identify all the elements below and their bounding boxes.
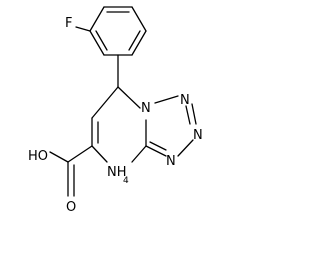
bond-ph-c xyxy=(131,30,147,56)
bond-ph-b xyxy=(131,6,147,32)
tetrazole-n2-label: N xyxy=(180,93,190,108)
bond-n1-n2-inner xyxy=(185,105,191,125)
bond-n2-n3 xyxy=(177,139,194,157)
pyrimidine-ring xyxy=(91,86,147,163)
bond-ph-f xyxy=(89,6,105,32)
bond-c5-n4 xyxy=(91,145,108,163)
bond-n1-n2 xyxy=(191,103,197,125)
bond-c7-c6 xyxy=(91,86,119,119)
bond-n3-c3a xyxy=(145,145,167,157)
bridge-n-label: N xyxy=(141,101,151,116)
carboxyl-group xyxy=(49,145,93,197)
bond-n8-n1 xyxy=(154,95,179,104)
bond-ph-c-inner xyxy=(128,30,141,51)
carboxyl-oh-label: HO xyxy=(28,149,48,164)
amine-nh-label: NH xyxy=(107,165,127,180)
bond-n3-c3a-inner xyxy=(149,141,167,151)
amine-nh-subscript: 4 xyxy=(123,176,129,186)
bond-n8-c7 xyxy=(117,86,141,109)
tetrazole-ring xyxy=(145,95,197,157)
tetrazole-n4-label: N xyxy=(166,154,176,169)
tetrazole-n3-label: N xyxy=(193,128,203,143)
bond-c5-ccooh xyxy=(67,145,93,163)
bond-c-f xyxy=(75,26,91,32)
phenyl-ring xyxy=(89,6,147,56)
fluorine-label: F xyxy=(65,16,72,31)
bond-ph-e xyxy=(89,30,105,56)
bond-c-oh xyxy=(49,151,69,163)
bond-n4-c3a xyxy=(131,145,147,163)
bond-ph-e-inner xyxy=(95,30,108,51)
structure-canvas: F HO O NH 4 N N N xyxy=(28,6,203,215)
carbonyl-o-label: O xyxy=(66,200,76,215)
molecule-structure: F HO O NH 4 N N N xyxy=(28,6,203,215)
